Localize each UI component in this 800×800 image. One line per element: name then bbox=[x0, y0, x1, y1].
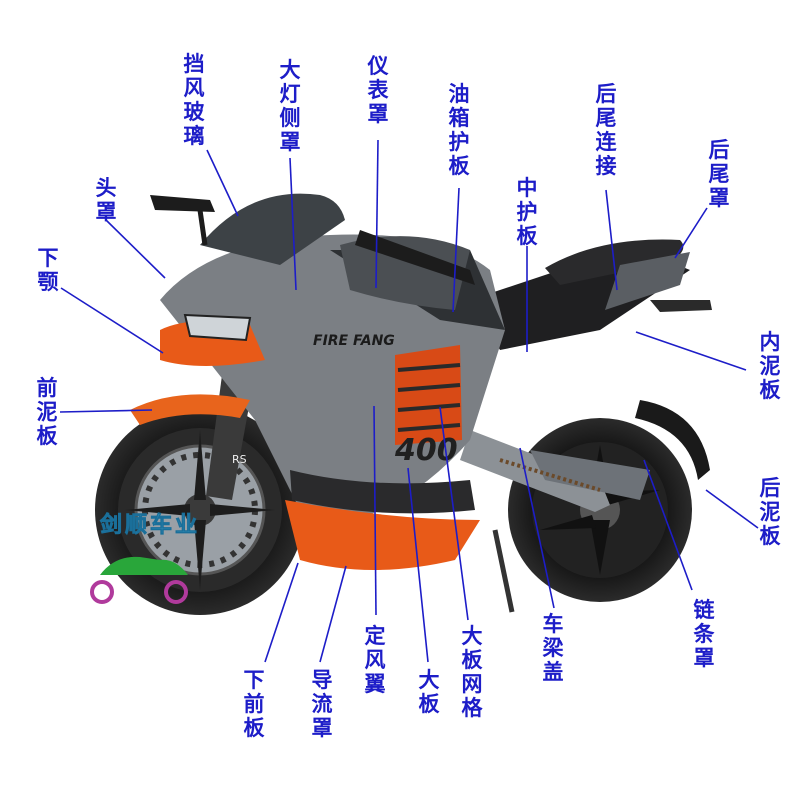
windshield-shape bbox=[200, 193, 345, 265]
label-head-cover: 头罩 bbox=[95, 176, 117, 224]
main-fairing bbox=[160, 234, 505, 530]
leader-air-deflector bbox=[319, 565, 347, 663]
label-inner-fender: 内泥板 bbox=[759, 330, 781, 402]
watermark-bike-icon bbox=[100, 556, 188, 575]
front-fender-shape bbox=[130, 394, 250, 425]
leader-tank-guard bbox=[452, 187, 460, 313]
label-instrument-cover: 仪表罩 bbox=[367, 54, 389, 126]
tank bbox=[340, 236, 470, 310]
leader-headlight-side-cover bbox=[289, 157, 297, 291]
leader-rear-tail-cover bbox=[674, 207, 708, 259]
leader-lower-front-panel bbox=[264, 562, 299, 663]
leader-lower-jaw bbox=[60, 287, 164, 354]
brake-mark-text: RS bbox=[232, 453, 247, 466]
leader-large-panel-grille bbox=[439, 406, 469, 621]
leader-lines bbox=[59, 139, 759, 663]
leader-inner-fender bbox=[635, 331, 747, 371]
label-windshield: 挡风玻璃 bbox=[183, 52, 205, 148]
watermark-wheel-front bbox=[90, 580, 114, 604]
side-grille bbox=[397, 363, 461, 432]
leader-windshield bbox=[206, 149, 239, 217]
label-chain-cover: 链条罩 bbox=[693, 598, 715, 670]
watermark-wheel-rear bbox=[164, 580, 188, 604]
label-wind-fin: 定风翼 bbox=[364, 624, 386, 696]
chain-cover-shape bbox=[530, 450, 650, 500]
label-tank-guard: 油箱护板 bbox=[448, 82, 470, 178]
belly-pan bbox=[285, 500, 480, 570]
rear-hugger bbox=[635, 400, 710, 480]
leader-wind-fin bbox=[373, 405, 377, 616]
label-rear-tail-cover: 后尾罩 bbox=[708, 138, 730, 210]
label-lower-jaw: 下颚 bbox=[37, 246, 59, 294]
watermark: 剑顺车业 bbox=[90, 512, 200, 604]
rear-wheel bbox=[508, 418, 692, 602]
watermark-text: 剑顺车业 bbox=[99, 512, 200, 538]
label-rear-fender: 后泥板 bbox=[759, 476, 781, 548]
mirror-stalk bbox=[197, 209, 208, 246]
dark-lower-panel bbox=[290, 470, 475, 514]
mirror bbox=[150, 195, 215, 212]
tail-bracket bbox=[650, 300, 712, 312]
leader-frame-beam-cover bbox=[519, 447, 555, 609]
brand-text: FIRE FANG bbox=[313, 333, 395, 349]
rear-tail-shape bbox=[605, 252, 690, 310]
label-frame-beam-cover: 车梁盖 bbox=[542, 612, 564, 684]
kickstand bbox=[492, 529, 515, 613]
label-rear-tail-connector: 后尾连接 bbox=[595, 82, 617, 178]
label-lower-front-panel: 下前板 bbox=[243, 668, 265, 740]
label-air-deflector: 导流罩 bbox=[311, 668, 333, 740]
leader-instrument-cover bbox=[375, 139, 379, 289]
handlebar bbox=[355, 230, 475, 285]
headlight bbox=[183, 313, 252, 342]
label-large-panel-grille: 大板网格 bbox=[461, 624, 483, 720]
leader-large-panel bbox=[407, 467, 429, 663]
label-middle-guard: 中护板 bbox=[516, 176, 538, 248]
leader-rear-tail-connector bbox=[605, 189, 618, 291]
leader-head-cover bbox=[105, 219, 166, 279]
leader-rear-fender bbox=[705, 489, 759, 529]
leader-chain-cover bbox=[643, 459, 693, 591]
motorcycle-illustration: FIRE FANG 400 RS bbox=[95, 193, 712, 615]
label-large-panel: 大板 bbox=[418, 668, 440, 716]
label-headlight-side-cover: 大灯侧罩 bbox=[279, 58, 301, 154]
leader-front-fender bbox=[59, 409, 153, 413]
label-front-fender: 前泥板 bbox=[36, 376, 58, 448]
